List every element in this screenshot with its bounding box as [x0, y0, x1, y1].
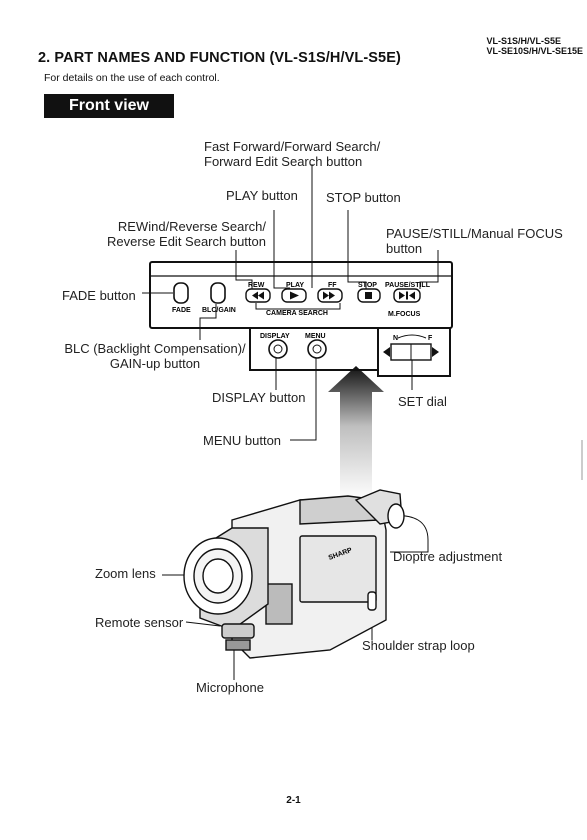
- rew-label-line-2: Reverse Edit Search button: [107, 234, 266, 249]
- blc-button-label: BLC (Backlight Compensation)/ GAIN-up bu…: [40, 341, 270, 371]
- microphone-label: Microphone: [196, 680, 264, 695]
- display-button-shape: [268, 339, 288, 359]
- ff-label-line-2: Forward Edit Search button: [204, 154, 363, 169]
- play-button-label: PLAY button: [226, 188, 298, 203]
- panel-camera-search-label: CAMERA SEARCH: [266, 310, 328, 317]
- panel-menu-label: MENU: [305, 333, 326, 340]
- menu-button-shape: [307, 339, 327, 359]
- blc-label-line-1: BLC (Backlight Compensation)/: [64, 341, 246, 356]
- model-numbers: VL-S1S/H/VL-S5E VL-SE10S/H/VL-SE15E: [486, 36, 583, 56]
- rewind-icon: [252, 291, 258, 300]
- panel-ff-label: FF: [328, 282, 337, 289]
- ff-label-line-1: Fast Forward/Forward Search/: [204, 139, 381, 154]
- section-title: 2. PART NAMES AND FUNCTION (VL-S1S/H/VL-…: [38, 50, 401, 66]
- display-button-label: DISPLAY button: [212, 390, 306, 405]
- shoulder-strap-label: Shoulder strap loop: [362, 638, 475, 653]
- camcorder-illustration: [183, 489, 405, 659]
- panel-fade-label: FADE: [172, 307, 191, 314]
- pointer-arrow: [328, 366, 384, 500]
- dial-left-arrow-icon: [383, 347, 390, 357]
- panel-f-label: F: [428, 335, 433, 342]
- remote-sensor-label: Remote sensor: [95, 615, 184, 630]
- pause-label-line-1: PAUSE/STILL/Manual FOCUS: [386, 226, 563, 241]
- rew-label-line-1: REWind/Reverse Search/: [117, 219, 266, 234]
- zoom-lens-label: Zoom lens: [95, 566, 156, 581]
- model-line-1: VL-S1S/H/VL-S5E: [486, 36, 561, 46]
- panel-stop-label: STOP: [358, 282, 377, 289]
- set-dial-label: SET dial: [398, 394, 447, 409]
- pause-button-label: PAUSE/STILL/Manual FOCUS button: [386, 226, 563, 256]
- ff-button-label: Fast Forward/Forward Search/ Forward Edi…: [204, 139, 380, 169]
- rew-button-label: REWind/Reverse Search/ Reverse Edit Sear…: [96, 219, 266, 249]
- dial-right-arrow-icon: [432, 347, 439, 357]
- remote-sensor-shape: [221, 623, 255, 639]
- fade-button-label: FADE button: [62, 288, 136, 303]
- panel-display-label: DISPLAY: [260, 333, 290, 340]
- play-icon: [290, 291, 299, 300]
- intro-text: For details on the use of each control.: [44, 72, 220, 84]
- stop-icon: [365, 292, 372, 299]
- fast-forward-icon: [323, 291, 329, 300]
- panel-mfocus-label: M.FOCUS: [388, 311, 421, 318]
- fade-button-shape: [173, 282, 189, 304]
- control-panel: [149, 261, 453, 377]
- dioptre-label: Dioptre adjustment: [393, 549, 503, 564]
- menu-button-label: MENU button: [203, 433, 282, 448]
- page-number: 2-1: [286, 795, 301, 806]
- blc-button-shape: [210, 282, 226, 304]
- panel-blc-label: BLC/GAIN: [202, 307, 236, 314]
- panel-pause-label: PAUSE/STILL: [385, 282, 431, 289]
- pause-still-icon: [399, 291, 405, 300]
- panel-n-label: N: [393, 335, 398, 342]
- front-view-banner: Front view: [44, 94, 174, 118]
- stop-button-label: STOP button: [326, 190, 401, 205]
- panel-rew-label: REW: [248, 282, 265, 289]
- panel-play-label: PLAY: [286, 282, 304, 289]
- pause-label-line-2: button: [386, 241, 423, 256]
- model-line-2: VL-SE10S/H/VL-SE15E: [486, 46, 583, 56]
- blc-label-line-2: GAIN-up button: [109, 356, 201, 371]
